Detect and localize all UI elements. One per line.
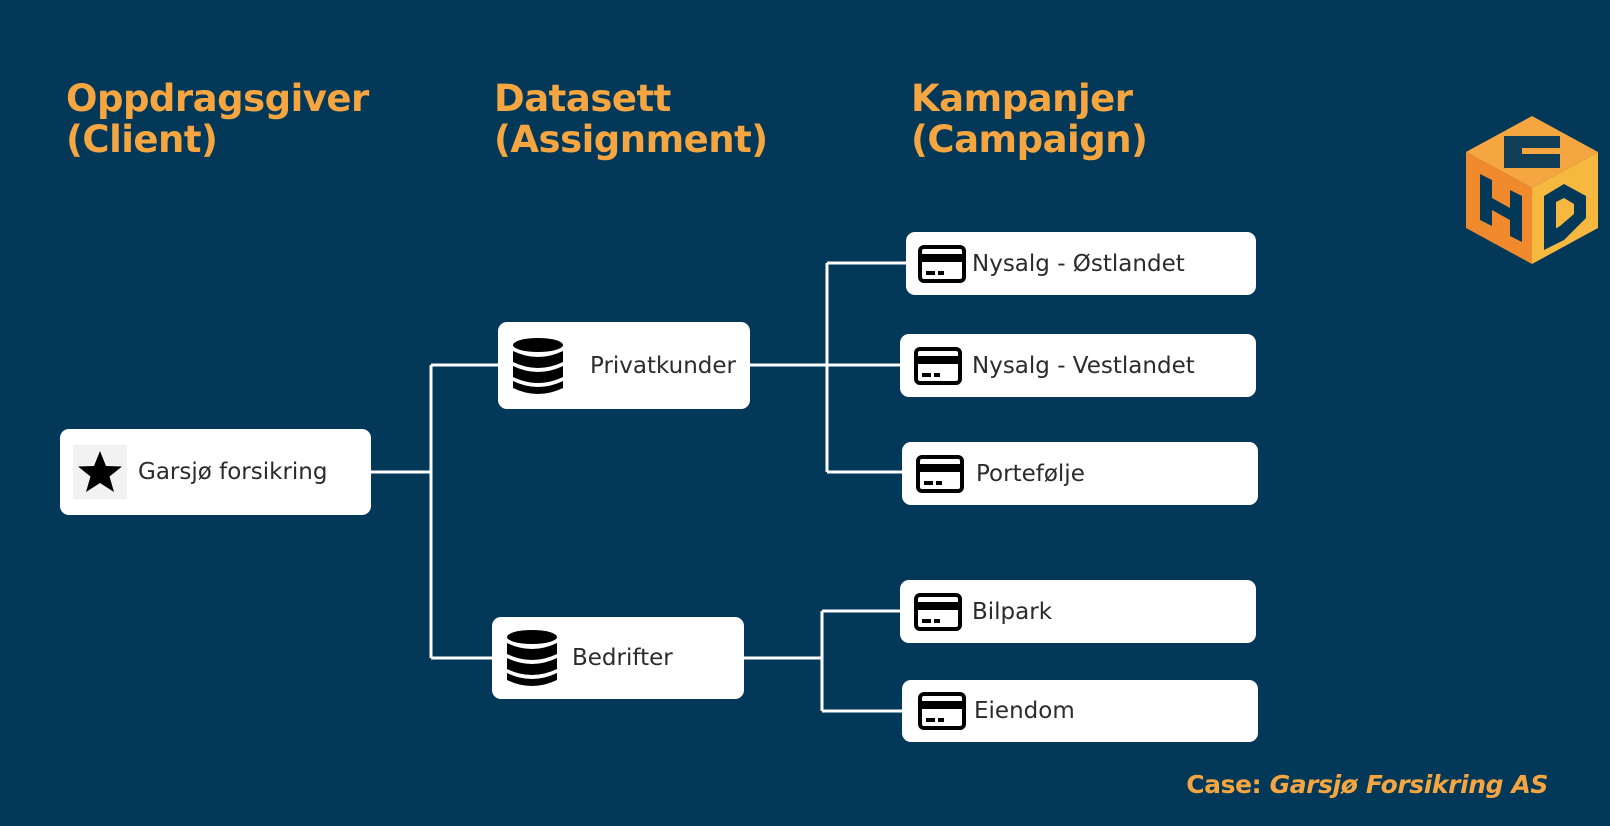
node-campaign-eiendom[interactable]: Eiendom (902, 680, 1258, 742)
header-assignment-line2: (Assignment) (494, 118, 768, 161)
header-campaign-line1: Kampanjer (911, 77, 1133, 120)
node-dataset-privatkunder[interactable]: Privatkunder (498, 322, 750, 409)
card-icon (918, 692, 966, 730)
campaign-label-vestlandet: Nysalg - Vestlandet (972, 352, 1195, 379)
card-icon (916, 454, 964, 493)
header-campaign: Kampanjer (Campaign) (911, 77, 1148, 161)
footer-prefix: Case: (1186, 770, 1262, 799)
campaign-label-portefolje: Portefølje (976, 460, 1085, 487)
node-campaign-bilpark[interactable]: Bilpark (900, 580, 1256, 643)
hs-cube-logo (1466, 116, 1598, 264)
card-icon (914, 346, 962, 385)
node-campaign-vestlandet[interactable]: Nysalg - Vestlandet (900, 334, 1256, 397)
case-footer: Case: Garsjø Forsikring AS (1186, 770, 1548, 799)
header-assignment: Datasett (Assignment) (494, 78, 768, 160)
card-icon (918, 244, 966, 283)
node-campaign-ostlandet[interactable]: Nysalg - Østlandet (906, 232, 1256, 295)
star-icon (73, 445, 127, 499)
header-client-line1: Oppdragsgiver (66, 77, 369, 120)
node-campaign-portefolje[interactable]: Portefølje (902, 442, 1258, 505)
campaign-label-ostlandet: Nysalg - Østlandet (972, 250, 1185, 277)
header-client: Oppdragsgiver (Client) (66, 78, 369, 160)
node-client-label: Garsjø forsikring (138, 459, 328, 485)
header-assignment-line1: Datasett (494, 77, 671, 120)
campaign-label-eiendom: Eiendom (974, 698, 1075, 724)
dataset-label-bedrifter: Bedrifter (572, 645, 673, 671)
footer-company: Garsjø Forsikring AS (1269, 770, 1549, 799)
card-icon (914, 592, 962, 631)
header-client-line2: (Client) (66, 118, 218, 161)
node-dataset-bedrifter[interactable]: Bedrifter (492, 617, 744, 699)
campaign-label-bilpark: Bilpark (972, 598, 1053, 625)
node-client[interactable]: Garsjø forsikring (60, 429, 371, 515)
database-icon (512, 337, 564, 395)
dataset-label-privatkunder: Privatkunder (590, 352, 737, 379)
header-campaign-line2: (Campaign) (911, 118, 1148, 161)
database-icon (506, 629, 558, 687)
